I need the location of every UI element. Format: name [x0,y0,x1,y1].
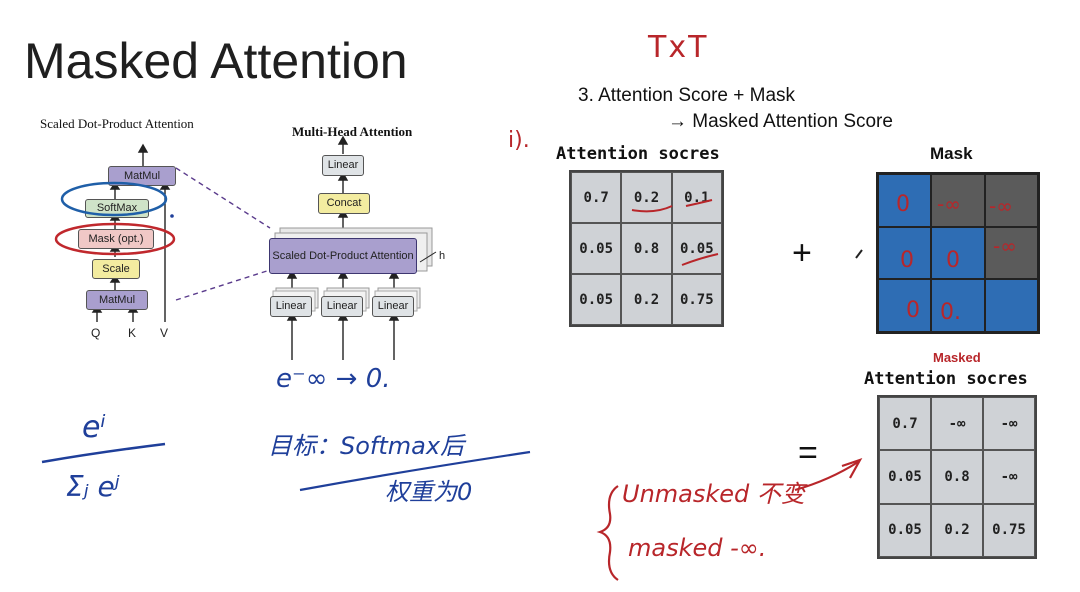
score-cell: 0.05 [571,223,622,274]
score-cell: 0.05 [671,223,722,274]
masked-score-cell: 0.05 [879,503,931,557]
v-label: V [160,326,169,340]
score-cell: 0.2 [621,274,672,325]
score-cell: 0.05 [571,274,622,325]
attention-scores-grid: 0.7 0.2 0.1 0.05 0.8 0.05 0.05 0.2 0.75 [569,170,724,327]
hand-masked-line: masked -∞. [628,534,767,562]
mask-cell [931,226,985,280]
slide-title: Masked Attention [24,33,408,89]
hand-weight-zero: 权重为0 [385,478,473,506]
score-cell: 0.1 [671,172,722,223]
hand-softmax-note: 目标：Softmax后 [268,432,465,460]
mask-hand-value: -∞ [993,234,1017,258]
mha-sdpa-block: Scaled Dot-Product Attention [269,238,417,274]
step-line-2: → Masked Attention Score [668,111,893,132]
mha-linear-block: Linear [270,296,312,317]
mha-concat-block: Concat [318,193,370,214]
mask-cell [931,279,985,332]
score-cell: 0.75 [671,274,722,325]
masked-score-cell: -∞ [983,397,1035,451]
hand-unmasked: Unmasked 不变 [622,480,805,508]
masked-scores-title: Attention socres [864,369,1028,389]
score-cell: 0.2 [621,172,672,223]
mask-cell [984,174,1038,227]
mask-hand-value: 0 [946,248,960,273]
mask-cell [878,226,932,280]
mha-linear-top-block: Linear [322,155,364,176]
mask-cell [984,226,1038,280]
mask-hand-value: 0 [900,248,914,273]
mask-hand-value: 0 [906,298,920,323]
mask-cell [878,174,932,227]
sdpa-mask-block: Mask (opt.) [78,229,154,249]
sdpa-scale-block: Scale [92,259,140,279]
sdpa-caption: Scaled Dot-Product Attention [40,116,194,131]
masked-score-cell: 0.2 [931,503,983,557]
attention-scores-title: Attention socres [556,144,720,164]
mask-cell [984,279,1038,332]
masked-label: Masked [933,350,981,365]
q-label: Q [91,326,101,340]
hand-fraction-numerator: eⁱ [82,410,106,445]
mha-caption: Multi-Head Attention [292,124,413,139]
score-cell: 0.8 [621,223,672,274]
masked-score-cell: 0.7 [879,397,931,451]
mha-h-label: h [439,250,446,262]
sdpa-matmul-top-block: MatMul [108,166,176,186]
sdpa-softmax-block: SoftMax [85,199,149,218]
sdpa-matmul-bottom-block: MatMul [86,290,148,310]
hand-fraction-denominator: Σⱼ eʲ [66,470,120,503]
masked-score-cell: 0.05 [879,450,931,504]
mask-hand-value: -∞ [989,194,1013,218]
hand-e-limit: e⁻∞ → 0. [276,364,391,394]
masked-score-cell: 0.75 [983,503,1035,557]
step-line-1: 3. Attention Score + Mask [578,85,796,106]
k-label: K [128,326,137,340]
mask-hand-value: 0. [940,300,961,325]
mha-linear-block: Linear [321,296,363,317]
mask-hand-value: 0 [896,192,910,217]
masked-score-cell: -∞ [931,397,983,451]
mask-cell [878,279,932,332]
masked-score-cell: -∞ [983,450,1035,504]
hand-side-mark: i). [508,128,530,153]
masked-scores-grid: 0.7 -∞ -∞ 0.05 0.8 -∞ 0.05 0.2 0.75 [877,395,1037,559]
score-cell: 0.7 [571,172,622,223]
mask-title: Mask [930,144,973,163]
mask-hand-value: -∞ [937,192,961,216]
masked-score-cell: 0.8 [931,450,983,504]
plus-operator: + [792,234,812,272]
equals-operator: = [798,434,818,472]
mha-linear-block: Linear [372,296,414,317]
mask-cell [931,174,985,227]
mask-grid [876,172,1040,334]
hand-txt: TxT [648,30,709,65]
